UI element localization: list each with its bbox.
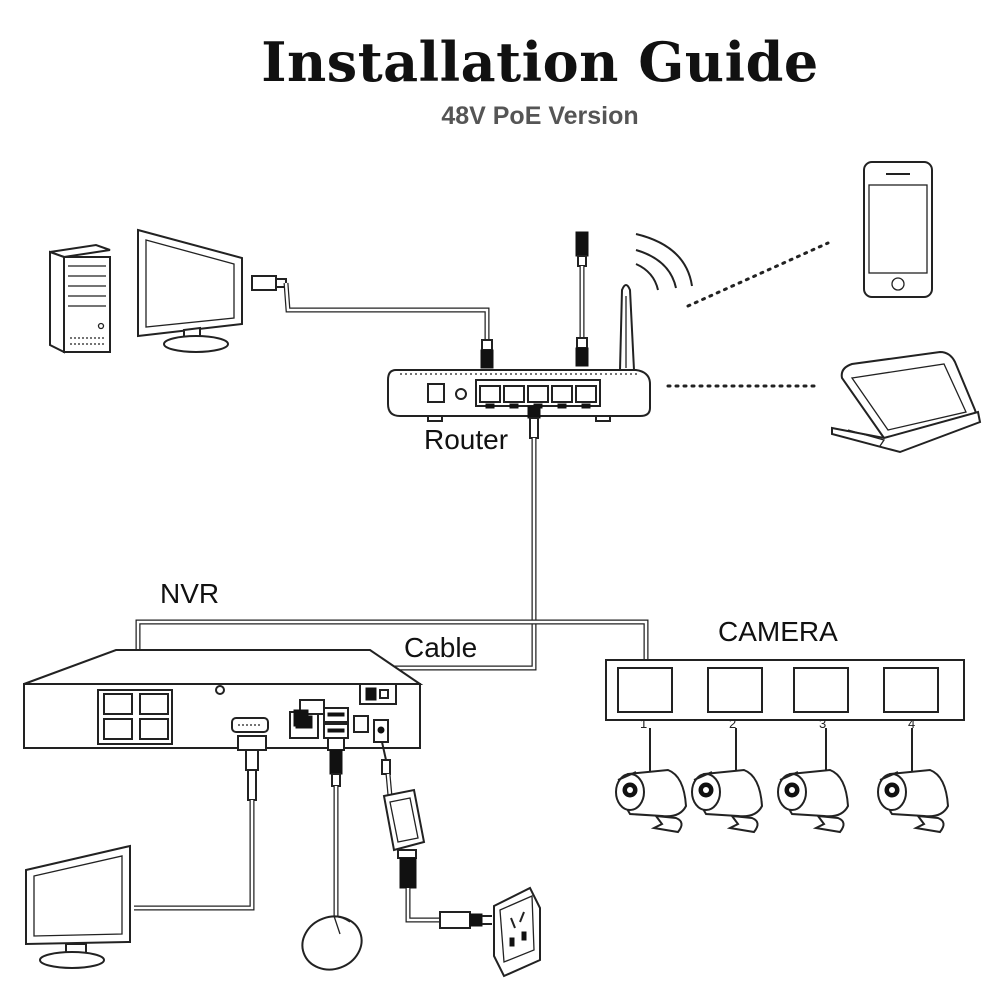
bullet-camera-icon xyxy=(877,768,950,834)
page-title: Installation Guide xyxy=(261,30,819,94)
camera-label: CAMERA xyxy=(718,616,838,647)
bullet-camera-icon xyxy=(615,768,688,834)
desktop-computer-icon xyxy=(49,228,243,354)
bullet-camera-icon xyxy=(691,768,764,834)
wall-outlet-icon xyxy=(493,886,541,978)
camera-port-number: 1 xyxy=(640,716,648,731)
usb-mouse-cable xyxy=(327,737,345,916)
router-icon xyxy=(387,233,693,422)
camera-wires xyxy=(649,728,913,778)
pc-router-cable xyxy=(251,275,494,369)
mouse-icon xyxy=(301,915,363,971)
camera-port-number: 2 xyxy=(729,716,737,731)
monitor-icon xyxy=(25,844,131,969)
wifi-link-phone xyxy=(686,241,830,308)
bullet-camera-icon xyxy=(777,768,850,834)
nvr-lan-plug xyxy=(293,699,325,727)
vga-cable xyxy=(134,735,267,911)
poe-switch-icon xyxy=(605,659,965,721)
laptop-icon xyxy=(831,350,982,454)
camera-port-number: 3 xyxy=(819,716,827,731)
page-subtitle: 48V PoE Version xyxy=(441,102,639,130)
nvr-label: NVR xyxy=(160,578,220,609)
smartphone-icon xyxy=(863,161,933,298)
camera-port-number: 4 xyxy=(908,716,916,731)
wan-cable xyxy=(575,231,589,367)
power-adapter-icon xyxy=(382,788,492,929)
router-label: Router xyxy=(424,424,509,455)
cable-label: Cable xyxy=(404,632,478,663)
power-cable xyxy=(381,741,393,797)
nvr-recorder-icon xyxy=(23,649,424,749)
